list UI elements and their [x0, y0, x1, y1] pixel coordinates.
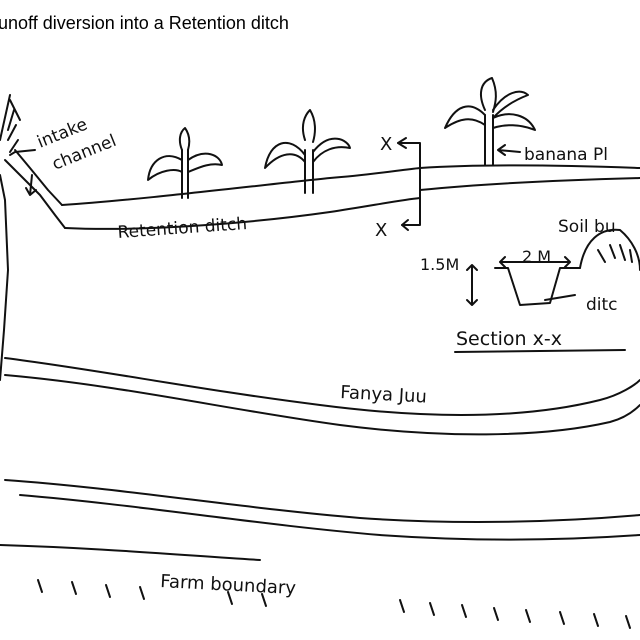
depth-dimension: 1.5M: [420, 255, 459, 274]
banana-plant-1: [147, 127, 223, 199]
hill-slope: [0, 94, 21, 381]
retention-ditch: [61, 164, 640, 230]
banana-plant-2: [264, 109, 351, 194]
diagram-title: unoff diversion into a Retention ditch: [0, 13, 289, 33]
fanya-juu-label: Fanya Juu: [340, 382, 428, 408]
intake-channel: [4, 149, 66, 229]
ditch-label: ditc: [586, 295, 618, 315]
width-dimension: 2 M: [522, 247, 551, 266]
section-title: Section x-x: [456, 328, 562, 350]
section-title-underline: [454, 349, 626, 353]
ditch-section: [466, 228, 640, 306]
farm-boundary-label: Farm boundary: [160, 571, 297, 599]
section-marker-top: X: [380, 134, 392, 155]
retention-ditch-label: Retention ditch: [117, 214, 248, 243]
lower-contours: [0, 479, 640, 561]
banana-plant-label: banana Pl: [524, 145, 608, 165]
banana-leader: [497, 144, 521, 156]
section-cut-line: [397, 137, 421, 231]
soil-bund-label: Soil bu: [558, 217, 616, 237]
farm-boundary-line: [37, 579, 631, 629]
banana-plant-3: [444, 77, 536, 166]
fanya-juu-terrace: [4, 357, 640, 436]
section-marker-bottom: X: [375, 220, 387, 241]
